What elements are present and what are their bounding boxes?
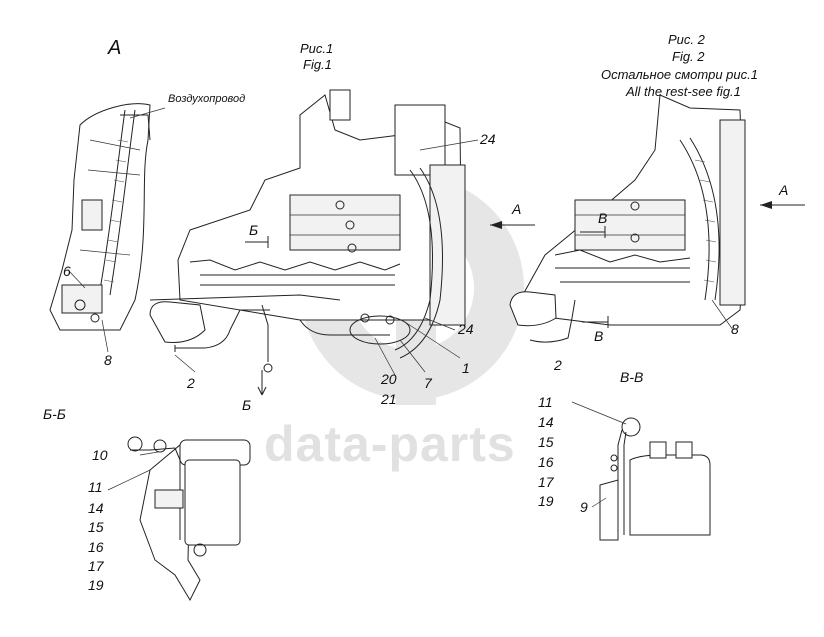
fig2-note-en: All the rest-see fig.1: [626, 84, 741, 99]
fig2-section-v-top: В: [598, 210, 608, 226]
fig1-drawing: [149, 89, 535, 396]
view-a-title: А: [108, 37, 122, 59]
section-vv-callout-11: 11: [538, 394, 553, 410]
section-bb-drawing: [107, 436, 251, 602]
view-a-callout-8: 8: [104, 352, 112, 368]
fig1-callout-1: 1: [462, 360, 470, 376]
fig2-caption-ru: Рис. 2: [668, 32, 705, 47]
fig1-callout-21: 21: [381, 391, 397, 407]
section-vv-drawing: [571, 401, 711, 541]
section-vv-callout-14: 14: [538, 414, 554, 430]
section-bb-callout-17: 17: [88, 558, 104, 574]
fig1-callout-24-bottom: 24: [458, 321, 474, 337]
fig1-callout-24-top: 24: [480, 131, 496, 147]
fig1-callout-7: 7: [424, 375, 432, 391]
section-bb-callout-14: 14: [88, 500, 104, 516]
fig2-caption-en: Fig. 2: [672, 49, 705, 64]
fig2-drawing: [509, 94, 805, 343]
fig1-arrow-a-label: А: [512, 201, 522, 217]
section-vv-callout-15: 15: [538, 434, 554, 450]
section-vv-callout-16: 16: [538, 454, 554, 470]
section-bb-title: Б-Б: [43, 406, 66, 422]
fig2-callout-8: 8: [731, 321, 739, 337]
view-a-callout-6: 6: [63, 263, 71, 279]
section-bb-callout-15: 15: [88, 519, 104, 535]
fig2-arrow-a-label: А: [779, 182, 789, 198]
section-bb-callout-19: 19: [88, 577, 104, 593]
fig1-section-b-bottom: Б: [242, 397, 252, 413]
section-bb-callout-16: 16: [88, 539, 104, 555]
fig1-callout-20: 20: [381, 371, 397, 387]
section-bb-callout-11: 11: [88, 479, 103, 495]
fig2-section-v-bottom: В: [594, 328, 604, 344]
fig1-caption-en: Fig.1: [303, 57, 332, 72]
fig1-section-b-top: Б: [249, 222, 259, 238]
section-vv-title: В-В: [620, 369, 644, 385]
watermark-text: data-parts: [264, 416, 516, 472]
fig2-note-ru: Остальное смотри рис.1: [601, 67, 758, 82]
section-bb-callout-10: 10: [92, 447, 108, 463]
section-vv-callout-19: 19: [538, 493, 554, 509]
section-vv-callout-9: 9: [580, 499, 588, 515]
fig1-caption-ru: Рис.1: [300, 41, 334, 56]
fig1-callout-2: 2: [187, 375, 195, 391]
fig2-callout-2: 2: [554, 357, 562, 373]
section-vv-callout-17: 17: [538, 474, 554, 490]
view-a-drawing: [49, 103, 166, 353]
air-duct-label: Воздухопровод: [168, 93, 246, 105]
